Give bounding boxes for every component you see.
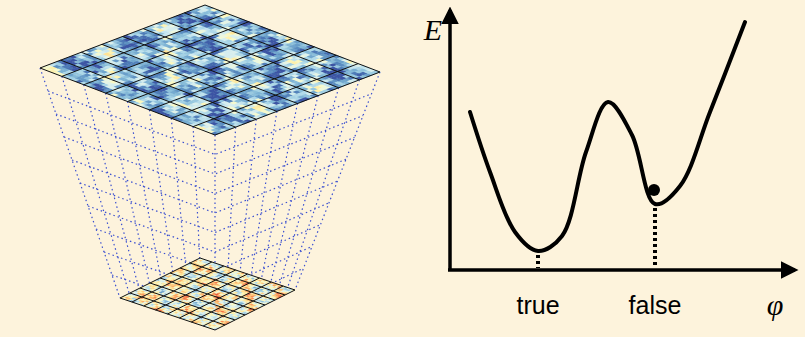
side-grid <box>40 68 380 330</box>
field-ball <box>648 184 660 196</box>
potential-plot <box>448 10 795 271</box>
minimum-marker <box>653 208 657 268</box>
energy-axis <box>448 10 452 271</box>
minimum-marker <box>536 255 540 268</box>
axis-label: E <box>424 15 442 45</box>
boundary-face <box>40 5 381 135</box>
vacuum-label: true <box>516 293 559 318</box>
potential-curve <box>470 22 745 251</box>
axis-label: φ <box>767 290 784 320</box>
vacuum-label: false <box>629 293 682 318</box>
bulk-face <box>120 258 296 330</box>
field-axis <box>448 268 795 272</box>
